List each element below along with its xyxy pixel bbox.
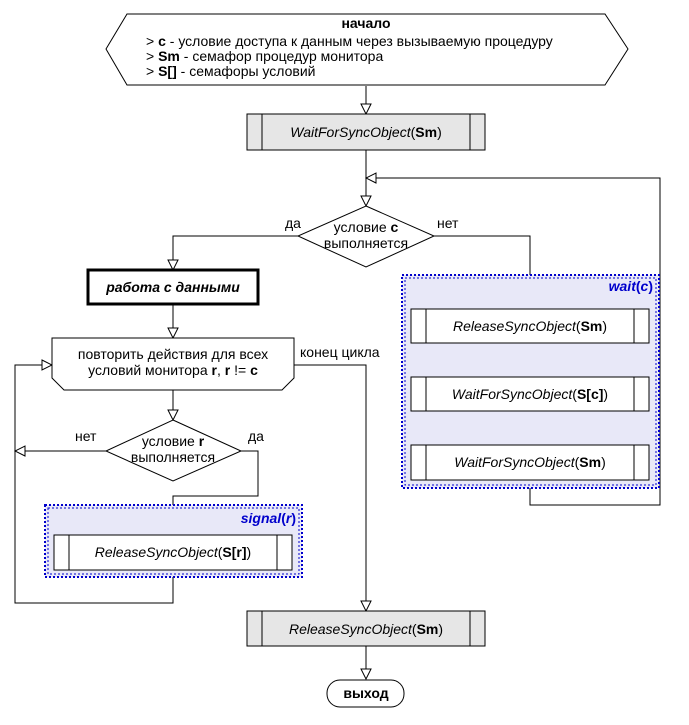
start-block: начало > c - условие доступа к данным че… [105, 13, 629, 86]
condition-c-line1: условие c [334, 219, 399, 235]
start-title: начало [341, 15, 390, 31]
condition-c-yes: да [285, 215, 301, 231]
wait-sm-wait-process: WaitForSyncObject(Sm) [410, 444, 650, 481]
release-sr-label: ReleaseSyncObject(S[r]) [95, 544, 251, 560]
release-sr-process: ReleaseSyncObject(S[r]) [53, 534, 293, 571]
condition-c-no: нет [437, 215, 459, 231]
loop-line1: повторить действия для всех [78, 346, 268, 362]
condition-r-line2: выполняется [131, 449, 215, 465]
signal-group: signal(r) ReleaseSyncObject(S[r]) [44, 504, 303, 578]
start-line-3: > S[] - семафоры условий [146, 63, 315, 79]
work-label: работа с данными [105, 279, 240, 295]
release-sm-wait-label: ReleaseSyncObject(Sm) [453, 318, 607, 334]
release-sm-bottom-process: ReleaseSyncObject(Sm) [246, 610, 486, 647]
condition-c-decision: условие c выполняется да нет [285, 205, 459, 268]
condition-r-yes: да [248, 428, 264, 444]
wait-sm-top-process: WaitForSyncObject(Sm) [246, 113, 486, 151]
condition-r-decision: условие r выполняется да нет [75, 419, 264, 482]
wait-sc-label: WaitForSyncObject(S[c]) [452, 386, 608, 402]
start-line-1: > c - условие доступа к данным через выз… [146, 33, 553, 49]
release-sm-wait-process: ReleaseSyncObject(Sm) [410, 308, 650, 344]
wait-sm-wait-label: WaitForSyncObject(Sm) [454, 454, 605, 470]
condition-r-no: нет [75, 428, 97, 444]
exit-terminal: выход [326, 679, 405, 708]
loop-end-label: конец цикла [300, 344, 380, 360]
wait-sc-process: WaitForSyncObject(S[c]) [410, 376, 650, 412]
start-line-2: > Sm - семафор процедур монитора [146, 48, 383, 64]
condition-c-line2: выполняется [324, 235, 408, 251]
wait-group: wait(c) ReleaseSyncObject(Sm) WaitForSyn… [401, 274, 660, 489]
wait-group-title: wait(c) [609, 278, 653, 294]
loop-line2: условий монитора r, r != c [88, 362, 258, 378]
wait-sm-top-label: WaitForSyncObject(Sm) [290, 124, 441, 140]
condition-r-line1: условие r [142, 433, 205, 449]
release-sm-bottom-label: ReleaseSyncObject(Sm) [289, 621, 443, 637]
signal-group-title: signal(r) [241, 510, 296, 526]
work-block: работа с данными [86, 268, 260, 306]
exit-label: выход [343, 685, 388, 701]
loop-block: повторить действия для всех условий мони… [51, 337, 380, 391]
